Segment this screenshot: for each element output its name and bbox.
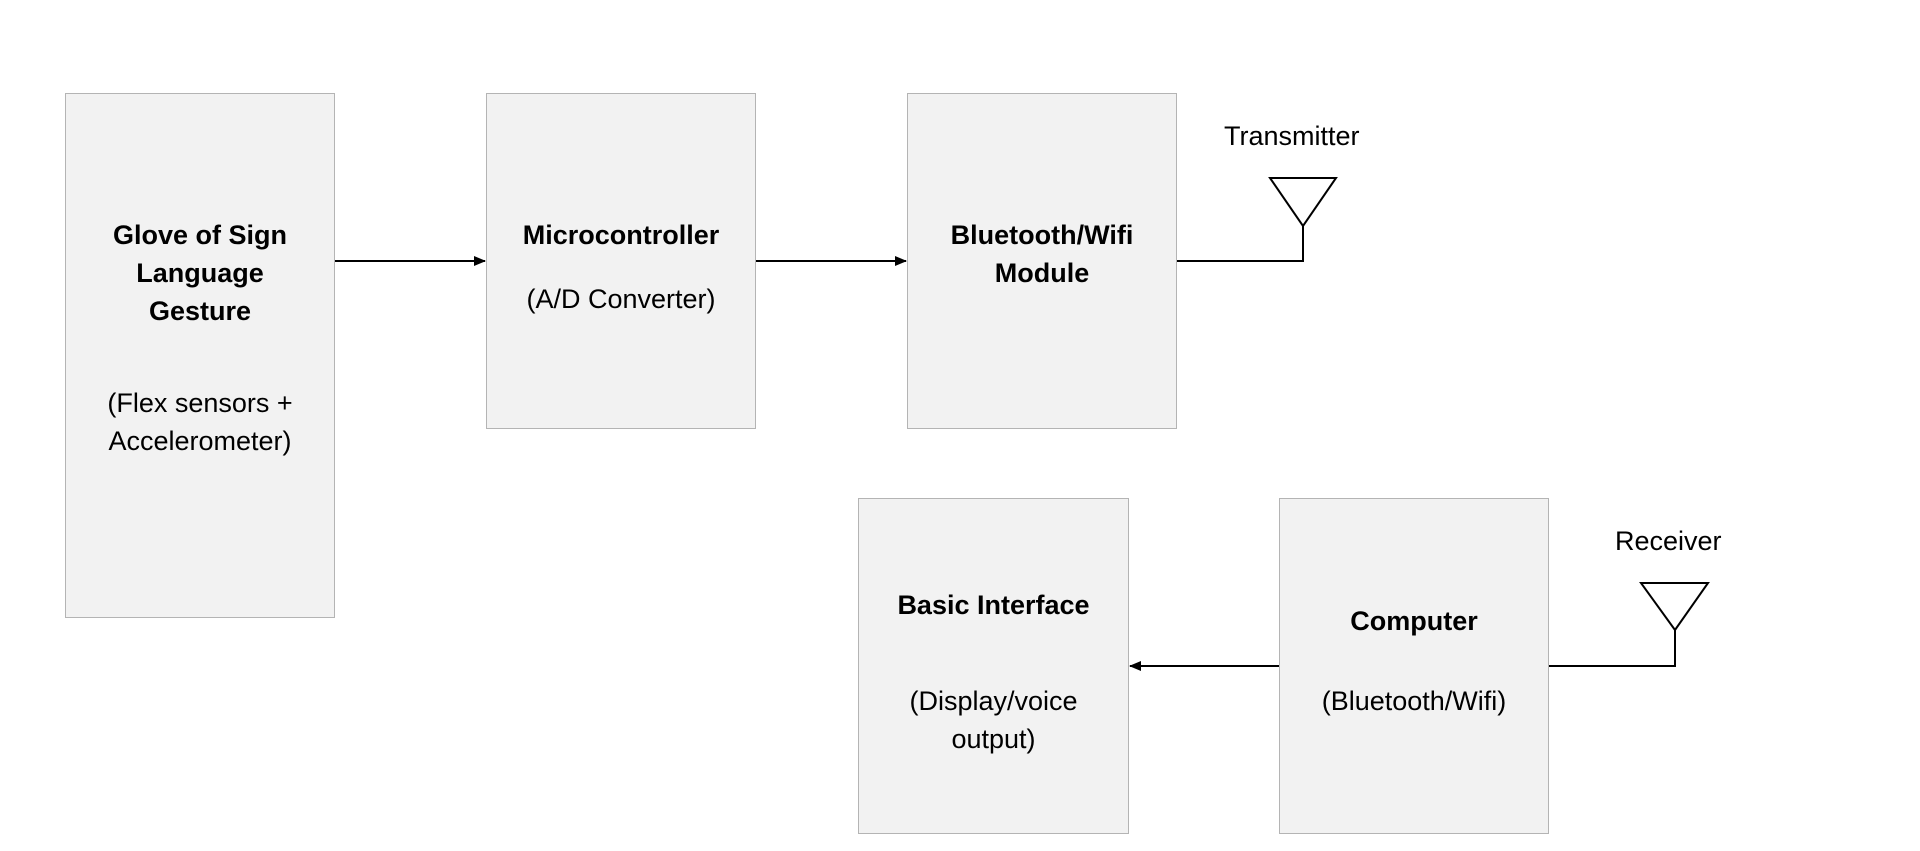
basic-interface-title: Basic Interface [897,590,1090,620]
transmitter-antenna-icon [1268,177,1338,228]
glove-title: Glove of Sign Language Gesture [112,220,287,326]
receiver-label: Receiver [1615,526,1722,556]
computer-title: Computer [1350,606,1478,636]
basic-interface-subtitle: (Display/voice output) [909,686,1078,754]
wireless-module-title: Bluetooth/Wifi Module [950,220,1134,288]
receiver-antenna-icon [1639,582,1710,632]
basic-interface-block: Basic Interface (Display/voice output) [858,498,1129,834]
computer-block: Computer (Bluetooth/Wifi) [1279,498,1549,834]
microcontroller-subtitle: (A/D Converter) [526,284,716,314]
glove-subtitle: (Flex sensors + Accelerometer) [107,388,293,456]
computer-subtitle: (Bluetooth/Wifi) [1321,686,1507,716]
glove-block: Glove of Sign Language Gesture (Flex sen… [65,93,335,618]
transmitter-label: Transmitter [1224,121,1360,151]
microcontroller-title: Microcontroller [522,220,720,250]
microcontroller-block: Microcontroller (A/D Converter) [486,93,756,429]
line-receiver-to-computer [1549,630,1676,667]
wireless-module-block: Bluetooth/Wifi Module [907,93,1177,429]
line-module-to-transmitter [1176,226,1304,262]
